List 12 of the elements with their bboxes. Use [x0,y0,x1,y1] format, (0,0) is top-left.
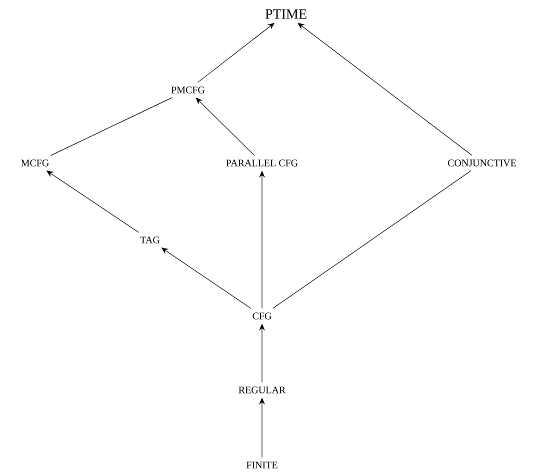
class-label: TAG [140,236,160,244]
class-label: MCFG [21,160,49,166]
arrow [298,22,472,156]
class-label: PARALLEL CFG [226,160,298,166]
class-label: CONJUNCTIVE [448,160,516,166]
class-label: REGULAR [238,386,286,394]
class-label: PTIME [265,9,306,19]
class-label: FINITE [246,462,278,468]
class-label: CFG [252,312,272,320]
class-label: PMCFG [171,86,205,94]
arrow [196,98,255,156]
arrow [161,248,252,309]
